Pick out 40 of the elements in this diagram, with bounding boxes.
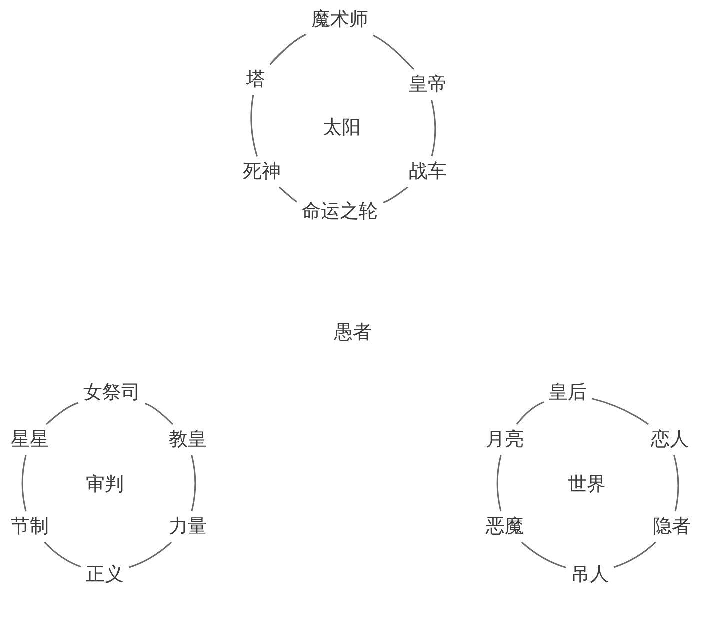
card-name: 魔术师: [306, 4, 374, 36]
arc-connector: [46, 402, 79, 426]
arc-connector: [145, 403, 174, 426]
card-name: 愚者: [334, 322, 372, 344]
card-name: 塔: [242, 64, 270, 96]
arc-connector: [674, 455, 680, 512]
arc-connector: [128, 542, 172, 568]
card-name: 战车: [404, 156, 452, 188]
card-name: 星星: [6, 424, 54, 456]
card-name: 教皇: [164, 424, 212, 456]
arc-connector: [382, 186, 408, 204]
arc-connector: [522, 542, 566, 568]
card-name: 月亮: [481, 424, 529, 456]
center-card-name: 太阳: [323, 116, 361, 140]
arc-connector: [614, 542, 656, 568]
arc-connector: [191, 455, 196, 512]
arc-connector: [516, 402, 544, 426]
arc-connector: [431, 100, 436, 157]
arc-connector: [270, 34, 307, 66]
card-name: 女祭司: [78, 378, 146, 408]
card-name: 皇后: [544, 378, 592, 408]
card-name: 力量: [164, 512, 212, 542]
center-card-name: 世界: [568, 474, 606, 496]
arc-connector: [22, 455, 27, 512]
arc-connector: [44, 542, 82, 568]
card-name: 节制: [6, 512, 54, 542]
arc-connector: [496, 455, 502, 512]
arc-connector: [372, 34, 414, 70]
arc-connector: [279, 186, 298, 203]
card-name: 正义: [81, 560, 129, 590]
arc-connector: [592, 398, 650, 426]
card-name: 死神: [238, 156, 286, 188]
card-name: 恶魔: [481, 512, 529, 542]
card-name: 皇帝: [404, 70, 452, 100]
card-name: 隐者: [648, 512, 696, 542]
card-name: 命运之轮: [297, 196, 383, 228]
card-name: 吊人: [566, 560, 614, 590]
center-card-name: 审判: [86, 474, 124, 496]
arc-connector: [250, 95, 258, 157]
card-name: 恋人: [646, 424, 694, 456]
